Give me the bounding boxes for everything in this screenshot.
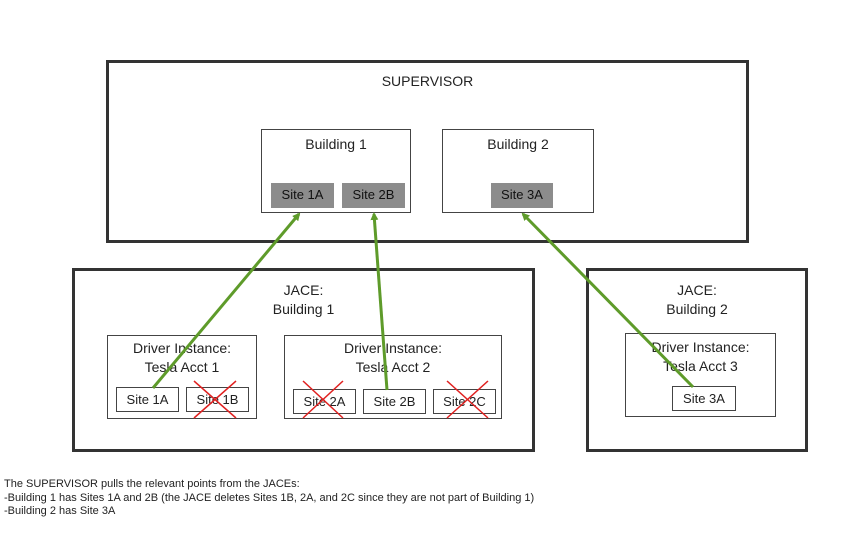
building-1-title: Building 1 [305, 136, 367, 152]
supervisor-box: SUPERVISOR [106, 60, 749, 243]
jace-site-1a: Site 1A [116, 387, 179, 412]
supervisor-building-2: Building 2 [442, 129, 594, 213]
caption-line-1: The SUPERVISOR pulls the relevant points… [4, 478, 300, 490]
building-2-title: Building 2 [487, 136, 549, 152]
supervisor-site-2b: Site 2B [342, 183, 405, 208]
driver-3-title: Driver Instance: Tesla Acct 3 [651, 339, 750, 374]
driver-1-title: Driver Instance: Tesla Acct 1 [132, 340, 232, 375]
driver-2-title: Driver Instance: Tesla Acct 2 [343, 340, 443, 375]
jace-2-title: JACE: Building 2 [666, 282, 728, 317]
caption: The SUPERVISOR pulls the relevant points… [4, 478, 534, 519]
supervisor-site-1a: Site 1A [271, 183, 334, 208]
jace-site-2c: Site 2C [433, 389, 496, 414]
supervisor-site-3a: Site 3A [491, 183, 553, 208]
jace-site-3a: Site 3A [672, 386, 736, 411]
jace-site-2a: Site 2A [293, 389, 356, 414]
supervisor-title: SUPERVISOR [381, 73, 474, 89]
jace-site-1b: Site 1B [186, 387, 249, 412]
caption-line-2: -Building 1 has Sites 1A and 2B (the JAC… [4, 491, 535, 504]
caption-line-3: -Building 2 has Site 3A [4, 505, 116, 517]
jace-1-title: JACE: Building 1 [272, 282, 335, 317]
jace-site-2b: Site 2B [363, 389, 426, 414]
